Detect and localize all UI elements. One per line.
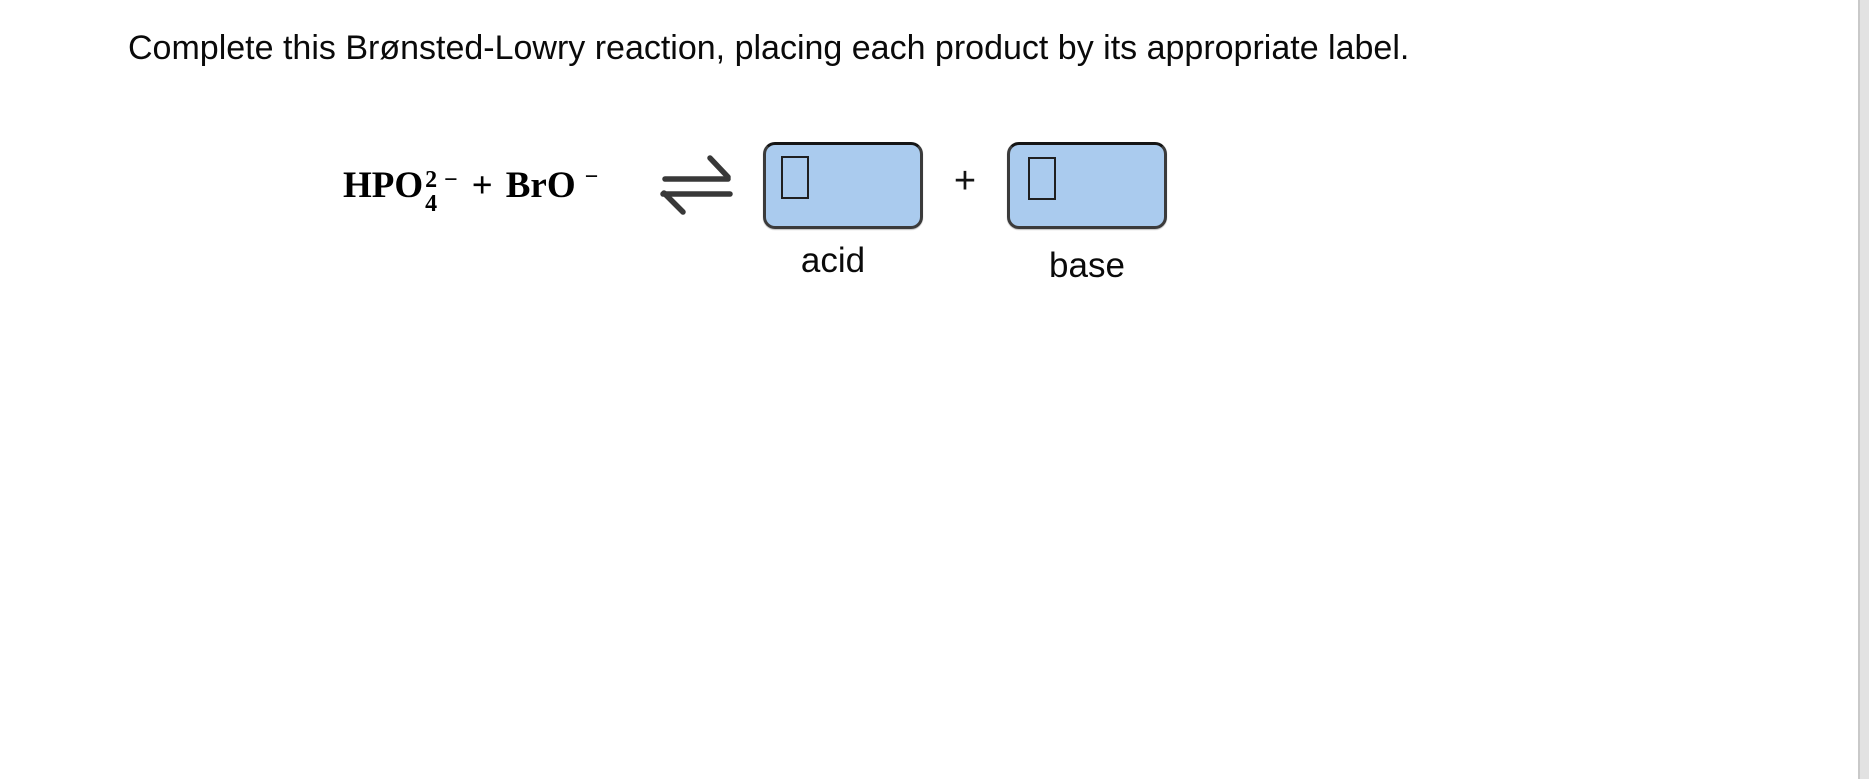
answer-dropbox-base[interactable] (1007, 142, 1167, 229)
empty-slot-placeholder (781, 156, 809, 199)
question-prompt: Complete this Brønsted-Lowry reaction, p… (128, 29, 1410, 67)
reactant1-subscript: 4 (425, 191, 439, 217)
reactant1-base: HPO (343, 165, 424, 206)
scrollbar-track[interactable] (1858, 0, 1869, 779)
reactants-plus-operator: + (471, 165, 493, 206)
products-plus-operator: + (953, 160, 977, 202)
answer-dropbox-acid[interactable] (763, 142, 923, 229)
reactant2-base: BrO (505, 165, 576, 206)
reactant1-charge-stack: 2 −4 (425, 168, 458, 217)
reactant1-superscript: 2 − (425, 167, 459, 193)
reactant2-superscript: − (584, 164, 599, 190)
label-acid: acid (800, 241, 866, 280)
equilibrium-arrows-icon (660, 155, 733, 215)
label-base: base (1049, 246, 1125, 285)
empty-slot-placeholder (1028, 157, 1056, 200)
